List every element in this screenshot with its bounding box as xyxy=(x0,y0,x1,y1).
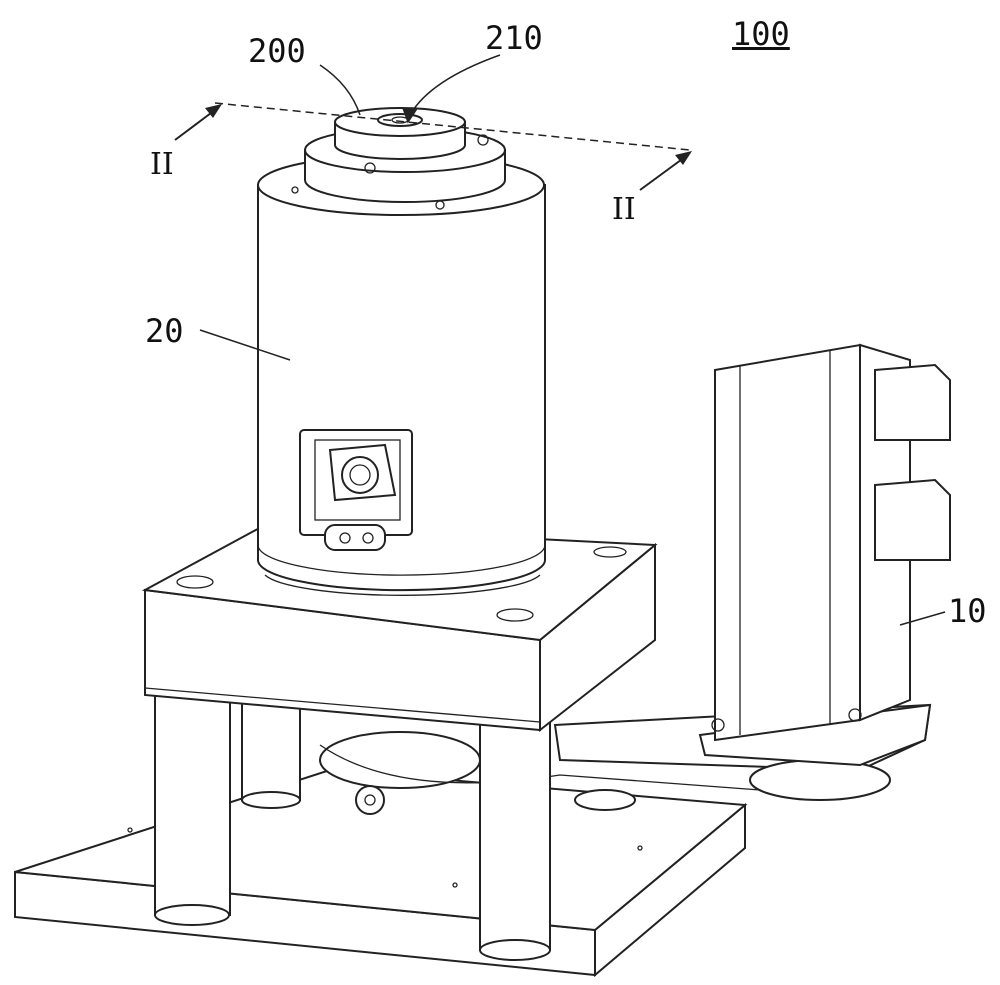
housing-label: 20 xyxy=(145,315,184,347)
section-right-label: II xyxy=(612,195,636,225)
assembly-number-label: 100 xyxy=(732,18,790,50)
housing-cylinder xyxy=(258,155,545,595)
motor xyxy=(700,345,950,765)
cap-assembly xyxy=(292,108,505,209)
section-left-label: II xyxy=(150,150,174,180)
bore-label: 210 xyxy=(485,22,543,54)
cap-label: 200 xyxy=(248,35,306,67)
motor-label: 10 xyxy=(948,595,987,627)
